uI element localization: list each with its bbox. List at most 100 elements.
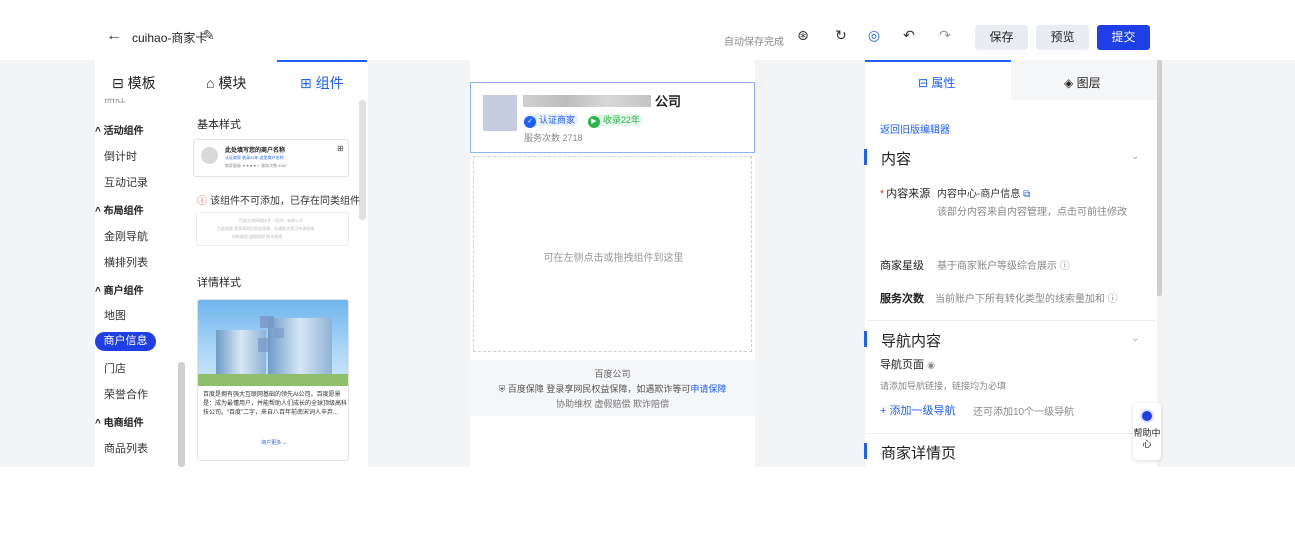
list-item[interactable]: 四叶 <box>104 95 126 103</box>
star-label: 商家星级 <box>880 260 924 272</box>
card-badges: 认证商家 收录22年 这里商户名称 <box>225 155 284 160</box>
category-activity[interactable]: ^ 活动组件 <box>95 126 144 137</box>
right-panel <box>865 60 1157 467</box>
section-marker <box>864 331 867 347</box>
basic-style-card[interactable]: 此处填写您的商户名称 认证商家 收录22年 这里商户名称 商家星级 ★★★★☆ … <box>193 139 349 177</box>
nav-add-note: 还可添加10个一级导航 <box>973 407 1075 418</box>
warning-icon: ⓘ <box>197 196 207 207</box>
building-image <box>198 300 348 386</box>
help-bot-icon <box>1140 409 1154 423</box>
list-item[interactable]: 商品列表 <box>104 443 148 455</box>
list-item-merchant-info[interactable]: 商户信息 <box>95 332 156 351</box>
tab-modules[interactable]: ⌂ 模块 <box>206 75 247 91</box>
list-item[interactable]: 地图 <box>104 310 126 322</box>
content-source-value[interactable]: 内容中心-商户信息 ⧉ <box>937 189 1031 200</box>
tab-underline <box>277 60 367 62</box>
submit-button[interactable]: 提交 <box>1097 25 1150 50</box>
module-icon: ⌂ <box>206 75 219 91</box>
list-item[interactable]: 荣誉合作 <box>104 389 148 401</box>
preview-button[interactable]: 预览 <box>1036 25 1089 50</box>
content-source-note: 该部分内容来自内容管理，点击可前往修改 <box>937 207 1127 218</box>
card2-line: 百度在线网络技术（北京）有限公司 <box>239 218 303 223</box>
detail-style-title: 详情样式 <box>197 277 241 289</box>
list-item[interactable]: 门店 <box>104 363 126 375</box>
section-content-title: 内容 <box>881 151 912 168</box>
tab-components[interactable]: ⊞ 组件 <box>300 75 344 91</box>
play-icon: ▶ <box>588 116 600 128</box>
list-item[interactable]: 倒计时 <box>104 151 137 163</box>
merchant-name-redacted <box>523 95 651 107</box>
edit-icon[interactable]: ✎ <box>203 27 215 43</box>
divider <box>867 320 1155 321</box>
eye-icon[interactable]: ◉ <box>927 360 935 370</box>
tab-layers[interactable]: ◈ 图层 <box>1064 76 1101 90</box>
arrow-left-icon[interactable]: ← <box>106 27 122 44</box>
tab-properties[interactable]: ⊟ 属性 <box>918 76 956 90</box>
template-icon: ⊟ <box>112 75 128 91</box>
canvas-footer: 百度公司 ⛨ 百度保障 登录享网民权益保障，如遇欺诈等可申请保障 协助维权 虚假… <box>470 360 755 416</box>
avatar <box>201 147 218 164</box>
back-to-old-editor-link[interactable]: 返回旧版编辑器 <box>880 125 950 136</box>
page-title: cuihao-商家卡 <box>132 31 208 45</box>
target-icon[interactable]: ◎ <box>867 27 881 43</box>
preview-scrollbar[interactable] <box>359 100 366 220</box>
properties-icon: ⊟ <box>918 76 932 90</box>
nav-hint: 请添加导航链接，链接均为必填 <box>880 381 1007 391</box>
card2-line: 百度保障 登录享网民权益保障，如遇欺诈等可申请保障 <box>217 226 315 231</box>
apply-guarantee-link[interactable]: 申请保障 <box>690 384 727 394</box>
list-item[interactable]: 互动记录 <box>104 177 148 189</box>
section-nav-title: 导航内容 <box>881 333 942 350</box>
list-item[interactable]: 金刚导航 <box>104 231 148 243</box>
divider <box>867 433 1155 434</box>
help-icon[interactable]: ⓘ <box>1059 261 1070 272</box>
star-value: 基于商家账户等级综合展示 ⓘ <box>937 261 1070 272</box>
card-meta: 商家星级 ★★★★☆ 服务次数 8387 <box>225 163 288 168</box>
service-count: 服务次数 2718 <box>524 133 583 143</box>
external-link-icon[interactable]: ⧉ <box>1023 189 1031 200</box>
merchant-info-block[interactable]: 公司 ✓认证商家 ▶收录22年 服务次数 2718 <box>470 82 755 153</box>
chevron-down-icon[interactable]: ⌄ <box>1131 333 1140 344</box>
section-marker <box>864 443 867 459</box>
left-scrollbar[interactable] <box>178 362 185 467</box>
help-center-button[interactable]: 帮助中心 <box>1133 403 1161 460</box>
footer-items: 协助维权 虚假赔偿 欺诈赔偿 <box>555 399 669 409</box>
disabled-card: 百度在线网络技术（北京）有限公司 百度保障 登录享网民权益保障，如遇欺诈等可申请… <box>196 212 349 246</box>
verified-badge: ✓认证商家 <box>524 114 579 128</box>
footer-guarantee: ⛨ 百度保障 登录享网民权益保障，如遇欺诈等可申请保障 <box>498 384 727 394</box>
section-detail-title: 商家详情页 <box>881 445 957 462</box>
merchant-logo <box>483 95 517 131</box>
description-text: 百度是拥有强大互联网基础的领先AI公司。百度愿景是：成为最懂用户，并能帮助人们成… <box>203 392 348 416</box>
list-item[interactable]: 横排列表 <box>104 257 148 269</box>
category-ecommerce[interactable]: ^ 电商组件 <box>95 418 144 429</box>
basic-style-title: 基本样式 <box>197 119 241 131</box>
help-label: 帮助中心 <box>1133 428 1161 449</box>
service-count-value: 当前账户下所有转化类型的线索量加和 ⓘ <box>935 294 1118 305</box>
years-badge: ▶收录22年 <box>588 114 644 128</box>
detail-style-card[interactable]: 百度是拥有强大互联网基础的领先AI公司。百度愿景是：成为最懂用户，并能帮助人们成… <box>197 299 349 461</box>
shield-icon: ⛨ <box>498 384 508 394</box>
right-scrollbar[interactable] <box>1157 60 1162 296</box>
refresh-icon[interactable]: ↻ <box>835 27 847 43</box>
drop-hint: 可在左侧点击或拖拽组件到这里 <box>543 253 684 264</box>
tab-templates[interactable]: ⊟ 模板 <box>112 75 156 91</box>
redo-icon[interactable]: ↷ <box>939 27 951 43</box>
qr-icon: ⊞ <box>337 144 344 153</box>
nav-page-label: 导航页面 ◉ <box>880 359 935 371</box>
company-name: 公司 <box>655 94 682 109</box>
grid-icon: ⊞ <box>300 75 316 91</box>
help-icon[interactable]: ⓘ <box>1107 294 1118 305</box>
history-icon[interactable]: ⊛ <box>797 27 809 43</box>
chevron-down-icon[interactable]: ⌄ <box>1131 151 1140 162</box>
category-layout[interactable]: ^ 布局组件 <box>95 206 144 217</box>
footer-company: 百度公司 <box>594 369 631 379</box>
category-merchant[interactable]: ^ 商户组件 <box>95 286 144 297</box>
drop-zone[interactable]: 可在左侧点击或拖拽组件到这里 <box>473 156 752 352</box>
undo-icon[interactable]: ↶ <box>903 27 915 43</box>
card2-line: 协助维权 虚假赔偿 欺诈赔偿 <box>232 234 283 239</box>
active-tab-bg <box>865 60 1011 100</box>
add-nav-button[interactable]: + 添加一级导航 <box>880 405 956 417</box>
save-button[interactable]: 保存 <box>975 25 1028 50</box>
more-link[interactable]: 商户更多 ⌄ <box>261 440 287 446</box>
card-name: 此处填写您的商户名称 <box>225 148 286 154</box>
